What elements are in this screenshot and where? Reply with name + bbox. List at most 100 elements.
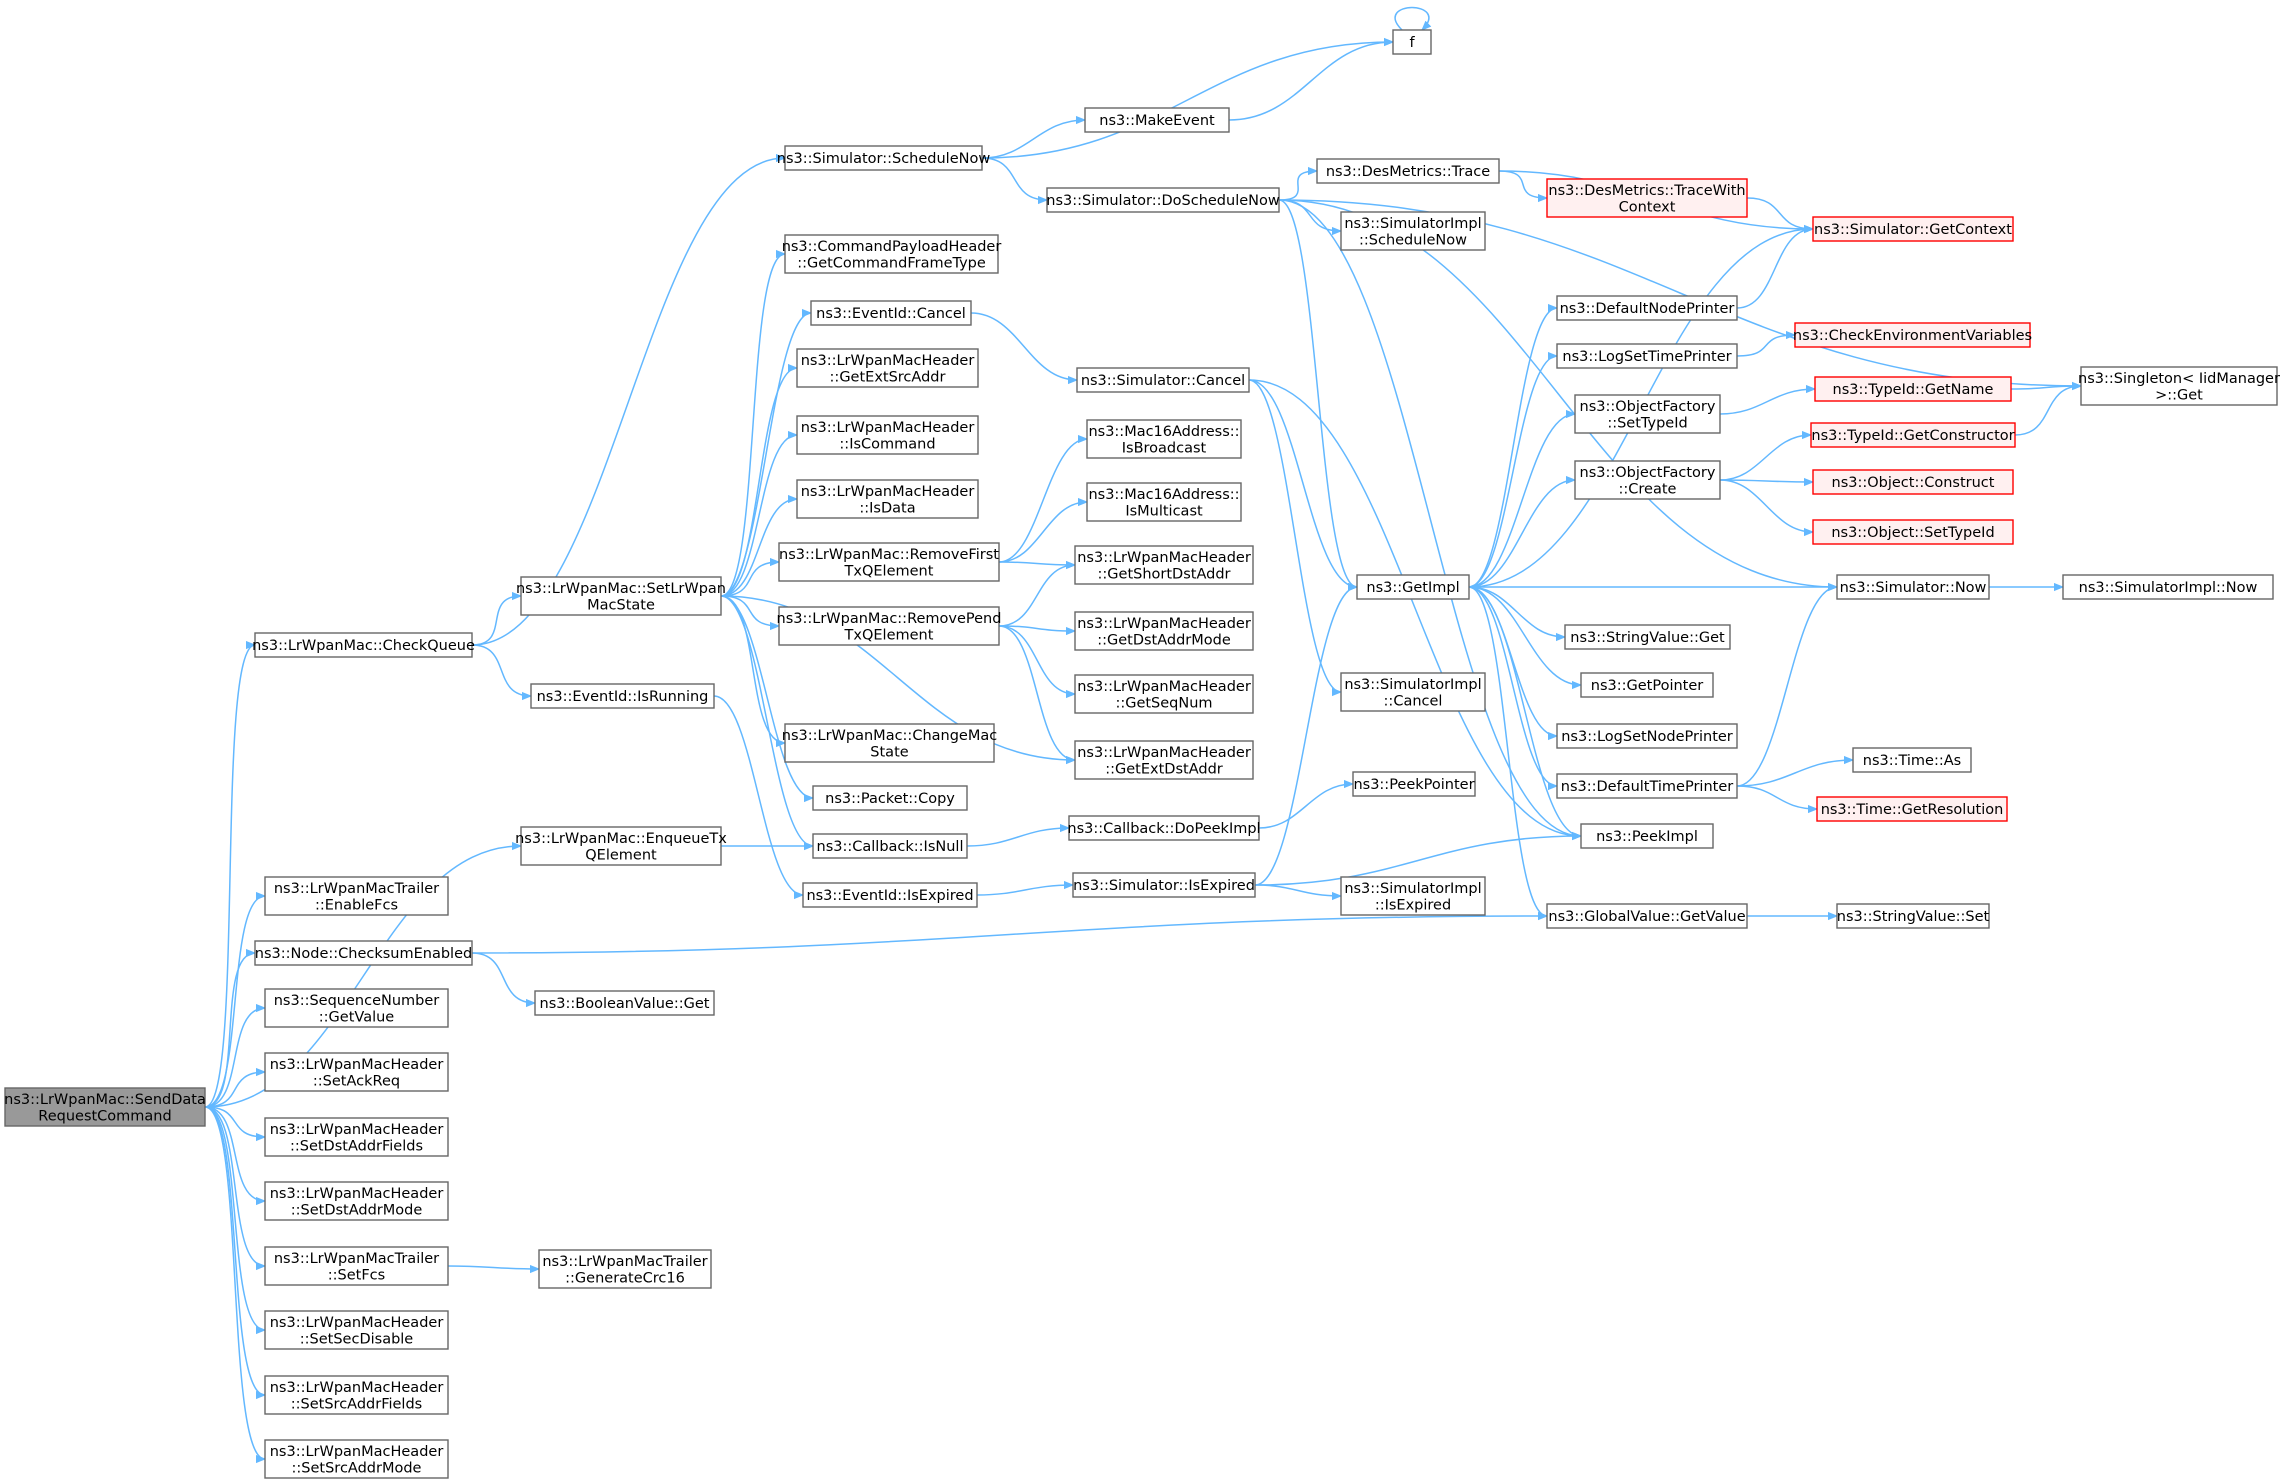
node-singleton[interactable]: ns3::Singleton< IidManager>::Get [2078, 366, 2280, 406]
node-defaulttimeprinter[interactable]: ns3::DefaultTimePrinter [1556, 773, 1738, 799]
node-label: ns3::Callback::IsNull [817, 839, 964, 855]
node-box [1316, 158, 1500, 184]
node-eventcancel[interactable]: ns3::EventId::Cancel [810, 300, 972, 326]
node-typeidgetctor[interactable]: ns3::TypeId::GetConstructor [1810, 422, 2016, 448]
node-box [796, 415, 979, 455]
node-simimplisexpired[interactable]: ns3::SimulatorImpl::IsExpired [1340, 876, 1486, 916]
node-isexpired[interactable]: ns3::EventId::IsExpired [802, 882, 978, 908]
node-setfcs[interactable]: ns3::LrWpanMacTrailer::SetFcs [264, 1246, 449, 1286]
node-peekpointer[interactable]: ns3::PeekPointer [1352, 771, 1476, 797]
node-label: ::GetExtDstAddr [1105, 761, 1223, 777]
node-peekimpl[interactable]: ns3::PeekImpl [1580, 823, 1714, 849]
node-isbroadcast[interactable]: ns3::Mac16Address::IsBroadcast [1086, 419, 1242, 459]
node-seqnum[interactable]: ns3::SequenceNumber::GetValue [264, 988, 449, 1028]
node-stringvalueset[interactable]: ns3::StringValue::Set [1836, 903, 1990, 929]
node-objfactsettypeid[interactable]: ns3::ObjectFactory::SetTypeId [1574, 394, 1721, 434]
node-stringvalueget[interactable]: ns3::StringValue::Get [1564, 624, 1731, 650]
node-enablefcs[interactable]: ns3::LrWpanMacTrailer::EnableFcs [264, 876, 449, 916]
node-schedulenow[interactable]: ns3::Simulator::ScheduleNow [777, 145, 991, 171]
node-label: MacState [587, 597, 655, 613]
node-timegetres[interactable]: ns3::Time::GetResolution [1816, 796, 2008, 822]
node-defaultnodeprinter[interactable]: ns3::DefaultNodePrinter [1556, 295, 1738, 321]
node-makeevent[interactable]: ns3::MakeEvent [1084, 107, 1230, 133]
node-box [264, 1439, 449, 1479]
node-iscommand[interactable]: ns3::LrWpanMacHeader::IsCommand [796, 415, 979, 455]
node-setsrcmode[interactable]: ns3::LrWpanMacHeader::SetSrcAddrMode [264, 1439, 449, 1479]
node-boolget[interactable]: ns3::BooleanValue::Get [534, 990, 715, 1016]
node-ismulticast[interactable]: ns3::Mac16Address::IsMulticast [1086, 482, 1242, 522]
node-checkenv[interactable]: ns3::CheckEnvironmentVariables [1793, 322, 2032, 348]
node-isdata[interactable]: ns3::LrWpanMacHeader::IsData [796, 479, 979, 519]
node-isnull[interactable]: ns3::Callback::IsNull [812, 833, 968, 859]
node-logsetnodeprinter[interactable]: ns3::LogSetNodePrinter [1556, 723, 1738, 749]
node-isrunning[interactable]: ns3::EventId::IsRunning [530, 683, 715, 709]
node-label: ns3::EventId::IsExpired [806, 888, 973, 904]
node-simnow[interactable]: ns3::Simulator::Now [1836, 574, 1990, 600]
node-objsettypeid[interactable]: ns3::Object::SetTypeId [1812, 519, 2014, 545]
edge-schedulenow-to-makeevent [981, 120, 1085, 159]
node-label: ns3::Simulator::IsExpired [1073, 878, 1255, 894]
node-gencrc[interactable]: ns3::LrWpanMacTrailer::GenerateCrc16 [538, 1249, 712, 1289]
node-setackreq[interactable]: ns3::LrWpanMacHeader::SetAckReq [264, 1052, 449, 1092]
node-checkqueue[interactable]: ns3::LrWpanMac::CheckQueue [252, 632, 475, 658]
node-getdstmode[interactable]: ns3::LrWpanMacHeader::GetDstAddrMode [1074, 611, 1254, 651]
node-getimpl[interactable]: ns3::GetImpl [1356, 574, 1470, 600]
node-packetcopy[interactable]: ns3::Packet::Copy [812, 785, 968, 811]
node-simisexpired[interactable]: ns3::Simulator::IsExpired [1072, 872, 1256, 898]
node-simimplnow[interactable]: ns3::SimulatorImpl::Now [2062, 574, 2274, 600]
node-logsettimeprinter[interactable]: ns3::LogSetTimePrinter [1556, 343, 1738, 369]
node-simcancel[interactable]: ns3::Simulator::Cancel [1076, 367, 1250, 393]
node-objfactcreate[interactable]: ns3::ObjectFactory::Create [1574, 460, 1721, 500]
node-getseqnum[interactable]: ns3::LrWpanMacHeader::GetSeqNum [1074, 674, 1254, 714]
node-setdstmode[interactable]: ns3::LrWpanMacHeader::SetDstAddrMode [264, 1181, 449, 1221]
node-label: ns3::LrWpanMacHeader [270, 1122, 444, 1138]
node-setsrcfields[interactable]: ns3::LrWpanMacHeader::SetSrcAddrFields [264, 1375, 449, 1415]
node-getshortdst[interactable]: ns3::LrWpanMacHeader::GetShortDstAddr [1074, 545, 1254, 585]
node-getpointer[interactable]: ns3::GetPointer [1580, 672, 1714, 698]
node-box [264, 1117, 449, 1157]
node-label: ns3::Simulator::GetContext [1814, 222, 2012, 238]
node-objconstruct[interactable]: ns3::Object::Construct [1812, 469, 2014, 495]
node-label: ::SetTypeId [1607, 415, 1687, 431]
node-box [2080, 366, 2278, 406]
node-label: ns3::Time::GetResolution [1821, 802, 2004, 818]
node-label: >::Get [2155, 387, 2203, 403]
edge-getimpl-to-getpointer [1468, 586, 1581, 685]
node-getextsrc[interactable]: ns3::LrWpanMacHeader::GetExtSrcAddr [796, 348, 979, 388]
edge-getimpl-to-peekimpl [1468, 586, 1582, 836]
node-label: ::GenerateCrc16 [565, 1270, 685, 1286]
node-cmdpayload[interactable]: ns3::CommandPayloadHeader::GetCommandFra… [782, 234, 1002, 274]
node-checksum[interactable]: ns3::Node::ChecksumEnabled [254, 940, 473, 966]
node-box [264, 1052, 449, 1092]
edge-logsettimeprinter-to-checkenv [1736, 335, 1795, 357]
edge-makeevent-to-f [1228, 42, 1393, 121]
node-simimplcancel[interactable]: ns3::SimulatorImpl::Cancel [1340, 672, 1486, 712]
node-dopeekimpl[interactable]: ns3::Callback::DoPeekImpl [1067, 815, 1261, 841]
node-simgetcontext[interactable]: ns3::Simulator::GetContext [1812, 216, 2014, 242]
node-box [784, 234, 999, 274]
node-simimplschedule[interactable]: ns3::SimulatorImpl::ScheduleNow [1340, 211, 1486, 251]
node-box [784, 723, 995, 763]
node-getextdst[interactable]: ns3::LrWpanMacHeader::GetExtDstAddr [1074, 740, 1254, 780]
node-typeidgetname[interactable]: ns3::TypeId::GetName [1814, 376, 2012, 402]
node-label: ns3::PeekImpl [1596, 829, 1698, 845]
node-f[interactable]: f [1392, 29, 1432, 55]
edge-isexpired-to-simisexpired [976, 885, 1073, 896]
node-globalgetvalue[interactable]: ns3::GlobalValue::GetValue [1546, 903, 1748, 929]
node-timeas[interactable]: ns3::Time::As [1852, 747, 1972, 773]
node-setdstfields[interactable]: ns3::LrWpanMacHeader::SetDstAddrFields [264, 1117, 449, 1157]
node-doschedulenow[interactable]: ns3::Simulator::DoScheduleNow [1046, 187, 1280, 213]
node-label: ns3::ObjectFactory [1580, 465, 1716, 481]
node-setsecdisable[interactable]: ns3::LrWpanMacHeader::SetSecDisable [264, 1310, 449, 1350]
node-label: ns3::Simulator::Now [1840, 580, 1987, 596]
node-destrace[interactable]: ns3::DesMetrics::Trace [1316, 158, 1500, 184]
node-label: ns3::LrWpanMacHeader [270, 1186, 444, 1202]
